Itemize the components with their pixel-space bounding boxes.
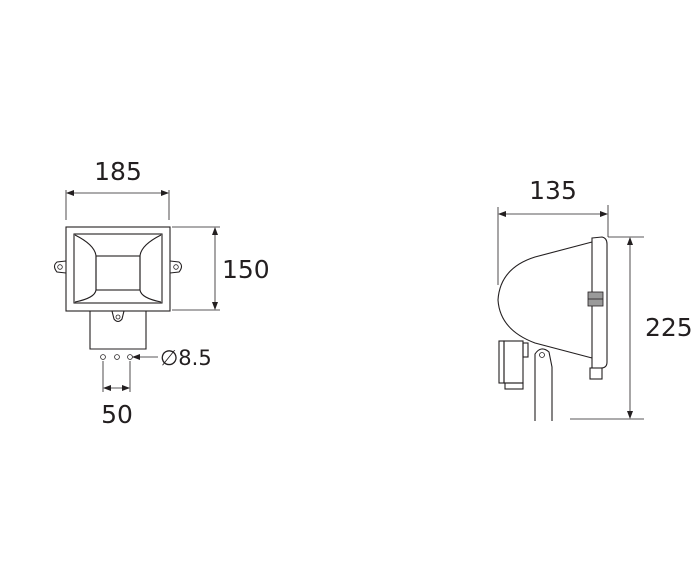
total-height-dimension: 225 xyxy=(570,236,693,420)
mounting-bracket xyxy=(89,311,147,350)
width-dimension: 185 xyxy=(65,157,170,220)
width-label: 185 xyxy=(94,157,142,186)
bracket-lug xyxy=(111,310,125,323)
mount-lug-right xyxy=(169,260,183,274)
reflector-right xyxy=(139,234,162,303)
side-view: 135 225 xyxy=(497,176,693,421)
depth-label: 135 xyxy=(529,176,577,205)
housing-outline xyxy=(65,226,171,312)
bezel-foot xyxy=(589,367,603,380)
hole-spacing-dimension: 50 xyxy=(101,361,133,429)
reflector-left xyxy=(74,234,97,303)
front-view: 185 150 ∅8.5 xyxy=(53,157,270,429)
sensor-link xyxy=(522,342,529,358)
height-label: 150 xyxy=(222,255,270,284)
sensor-cap xyxy=(498,340,505,384)
total-height-label: 225 xyxy=(645,313,693,342)
hole-spacing-label: 50 xyxy=(101,400,133,429)
hole-diameter-label: ∅8.5 xyxy=(160,346,212,370)
mount-hole xyxy=(127,354,133,360)
led-panel xyxy=(95,255,141,291)
height-dimension: 150 xyxy=(172,226,270,311)
mount-hole xyxy=(114,354,120,360)
lens-frame xyxy=(73,233,163,304)
depth-dimension: 135 xyxy=(497,176,609,285)
mount-lug-left xyxy=(53,260,67,274)
mount-hole xyxy=(100,354,106,360)
housing-profile xyxy=(497,241,593,359)
sensor-base xyxy=(504,382,524,390)
side-bracket xyxy=(534,348,553,421)
sensor-body xyxy=(503,340,524,384)
